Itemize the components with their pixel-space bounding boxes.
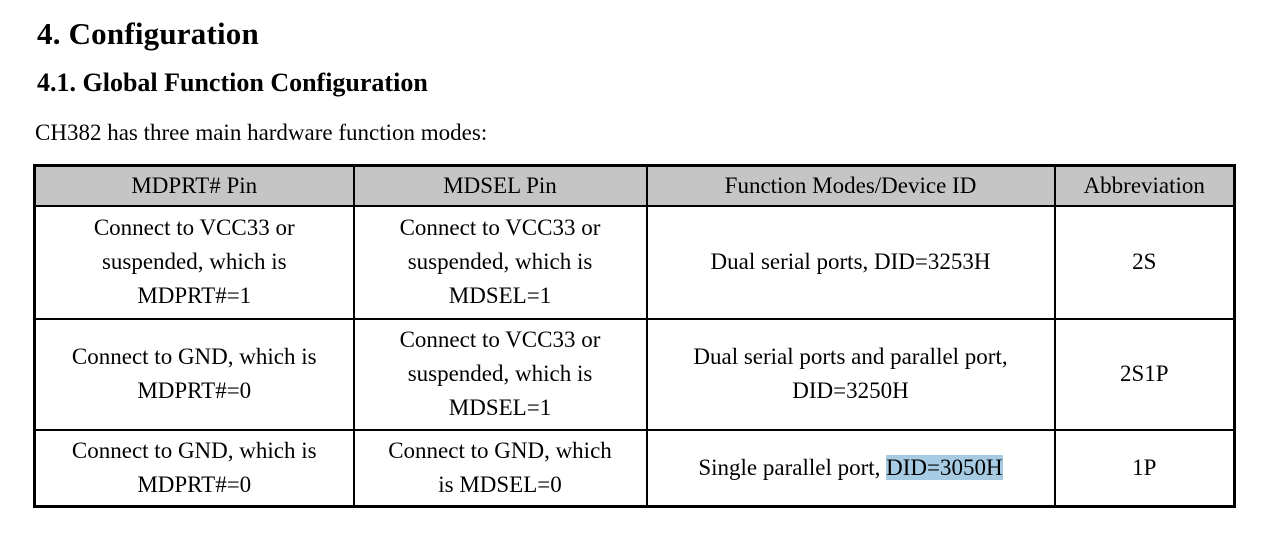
- cell-function-mode: Dual serial ports, DID=3253H: [645, 204, 1056, 320]
- col-header-mdsel-pin: MDSEL Pin: [352, 164, 648, 207]
- subsection-heading: 4.1. Global Function Configuration: [37, 68, 428, 97]
- col-header-mdprt-pin: MDPRT# Pin: [33, 164, 355, 207]
- cell-abbreviation: 1P: [1053, 428, 1236, 508]
- col-header-function-modes: Function Modes/Device ID: [645, 164, 1056, 207]
- table-header-row: MDPRT# Pin MDSEL Pin Function Modes/Devi…: [33, 164, 1236, 207]
- col-header-abbreviation: Abbreviation: [1053, 164, 1236, 207]
- cell-abbreviation: 2S1P: [1053, 317, 1236, 431]
- function-mode-text: Single parallel port,: [698, 454, 887, 480]
- intro-text: CH382 has three main hardware function m…: [35, 120, 488, 145]
- cell-function-mode: Dual serial ports and parallel port,DID=…: [645, 317, 1056, 431]
- cell-abbreviation: 2S: [1053, 204, 1236, 320]
- function-modes-table: MDPRT# Pin MDSEL Pin Function Modes/Devi…: [33, 164, 1236, 508]
- section-heading: 4. Configuration: [37, 16, 259, 51]
- cell-function-mode: Single parallel port, DID=3050H: [645, 428, 1056, 508]
- document-page: 4. Configuration 4.1. Global Function Co…: [0, 15, 1271, 508]
- highlighted-device-id: DID=3050H: [886, 454, 1003, 480]
